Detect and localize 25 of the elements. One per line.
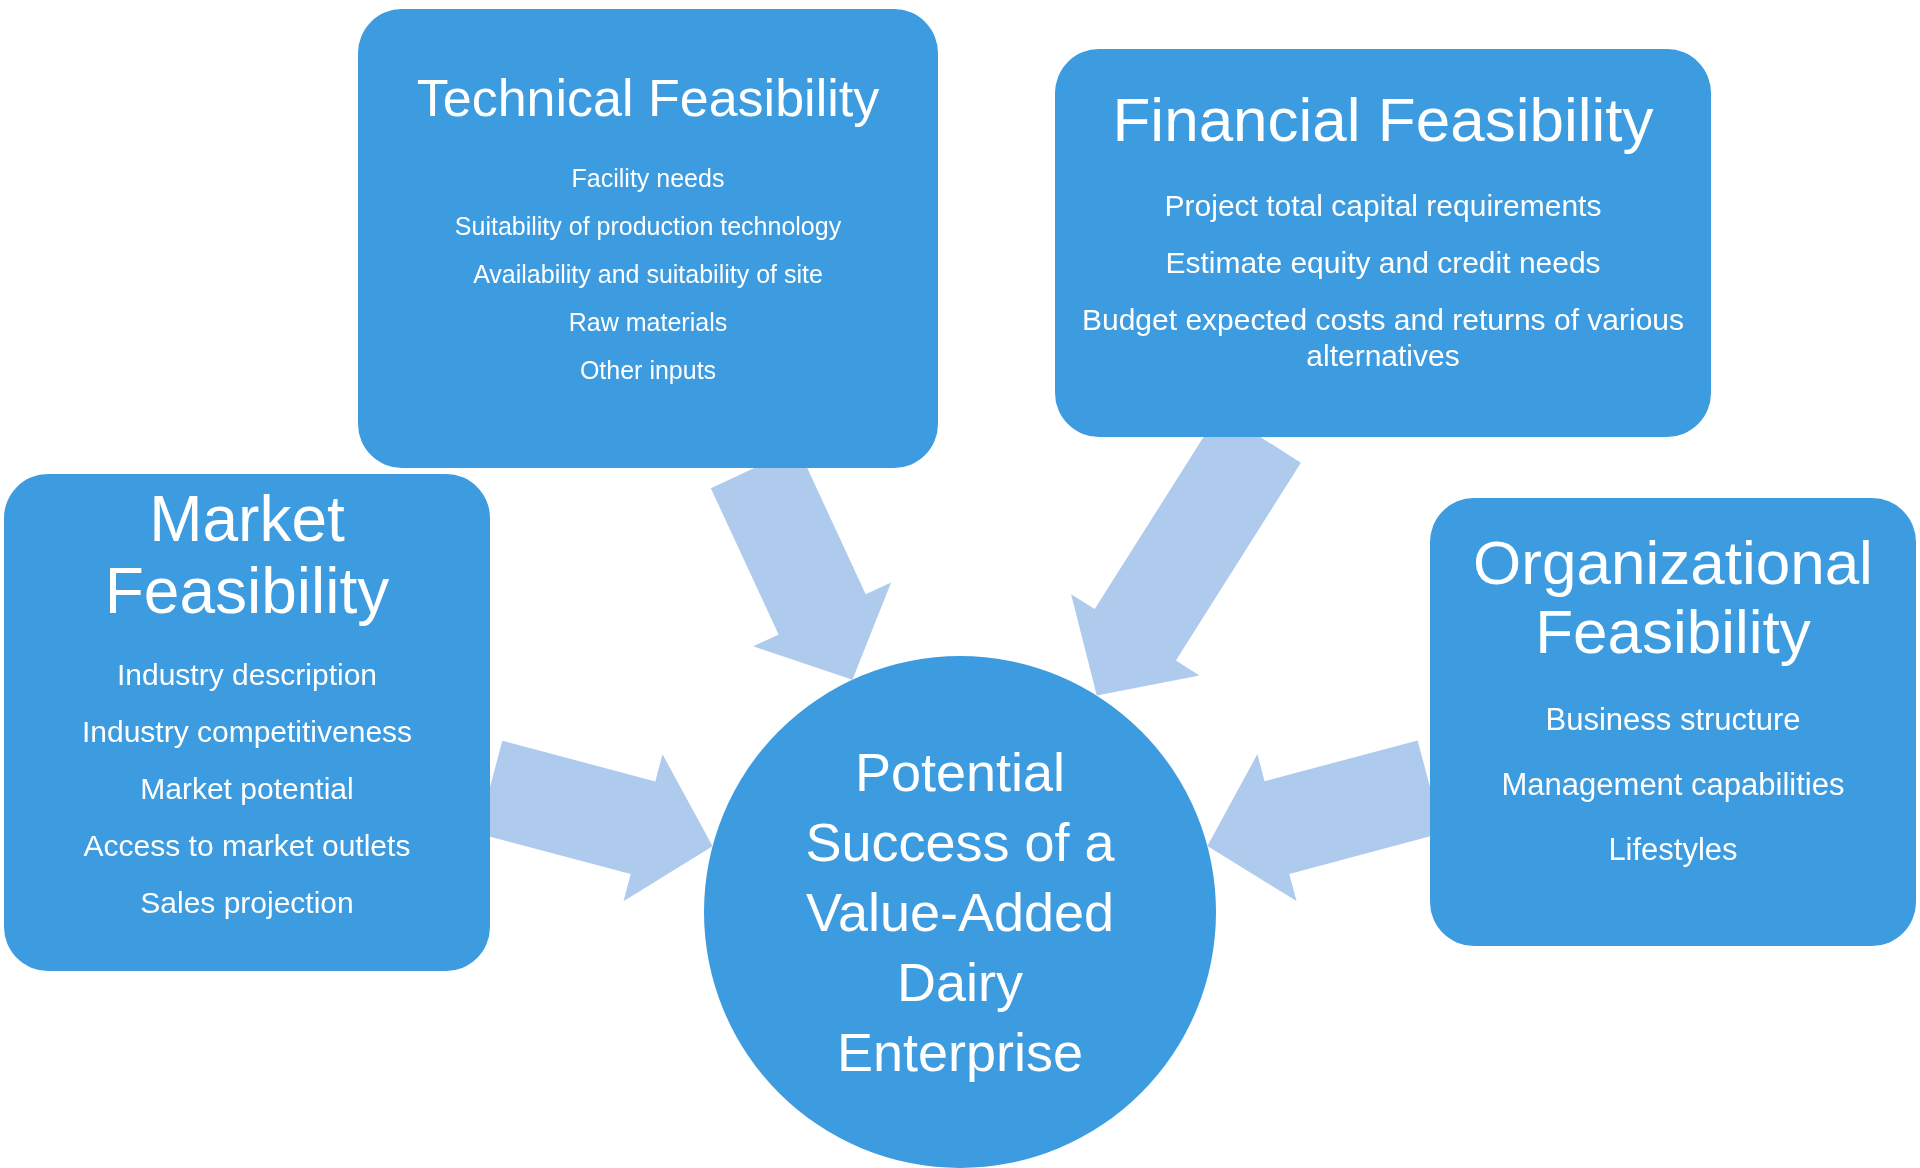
list-item: Estimate equity and credit needs [1165, 245, 1601, 282]
list-item: Facility needs [571, 163, 725, 194]
feasibility-box [358, 9, 938, 468]
list-item: Sales projection [140, 885, 354, 922]
feasibility-box [1430, 498, 1916, 946]
feasibility-box [1055, 49, 1711, 437]
list-item: Market potential [140, 771, 354, 808]
box-title: Financial Feasibility [1112, 85, 1654, 155]
box-title: Organizational Feasibility [1472, 528, 1874, 667]
list-item: Access to market outlets [83, 828, 411, 865]
list-item: Availability and suitability of site [473, 259, 823, 290]
list-item: Suitability of production technology [454, 211, 842, 242]
box-title: Market Feasibility [103, 484, 391, 628]
list-item: Other inputs [579, 355, 717, 386]
list-item: Management capabilities [1501, 766, 1845, 804]
goal-text: Potential Success of a Value-Added Dairy Enterprise [804, 740, 1116, 1085]
list-item: Project total capital requirements [1164, 188, 1602, 225]
list-item: Budget expected costs and returns of various alternatives [1081, 302, 1685, 375]
list-item: Industry competitiveness [81, 714, 413, 751]
feasibility-box [4, 474, 490, 971]
list-item: Business structure [1545, 700, 1801, 739]
list-item: Industry description [116, 657, 378, 694]
list-item: Lifestyles [1608, 831, 1738, 869]
box-title: Technical Feasibility [416, 69, 880, 128]
list-item: Raw materials [568, 307, 728, 338]
